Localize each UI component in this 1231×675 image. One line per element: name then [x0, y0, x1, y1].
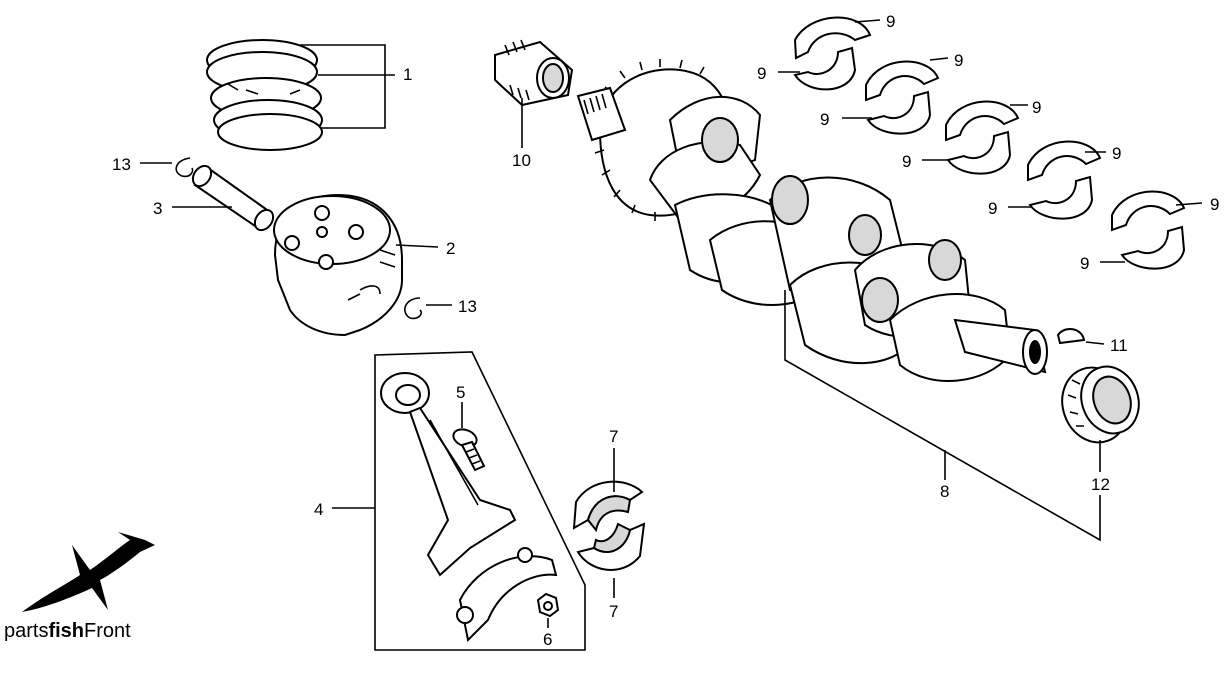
piston-pin[interactable] [189, 162, 277, 233]
piston-rings[interactable] [206, 39, 323, 151]
fish-logo-icon [22, 532, 155, 612]
crankpin-bearing-lower[interactable] [576, 522, 646, 571]
connecting-rod-cap[interactable] [456, 547, 558, 643]
primary-drive-gear[interactable] [494, 39, 574, 107]
callout-7-upper: 7 [609, 427, 618, 446]
callout-3: 3 [153, 199, 162, 218]
callout-7-lower: 7 [609, 602, 618, 621]
main-bearing-shells[interactable] [793, 16, 1186, 270]
callout-9-c: 9 [954, 51, 963, 70]
callout-9-f: 9 [902, 152, 911, 171]
callout-8: 8 [940, 482, 949, 501]
leader-lines [140, 19, 1203, 628]
logo-bold: fish [48, 620, 85, 642]
callout-9-e: 9 [1032, 98, 1041, 117]
woodruff-key[interactable] [1056, 328, 1086, 345]
callout-9-h: 9 [988, 199, 997, 218]
callout-4: 4 [314, 500, 323, 519]
callout-9-j: 9 [1080, 254, 1089, 273]
callout-13-upper: 13 [112, 155, 131, 174]
piston-pin-clip-lower[interactable] [404, 297, 423, 320]
callout-10: 10 [512, 151, 531, 170]
brand-logo: partsfishFront [4, 620, 131, 643]
piston[interactable] [273, 193, 403, 337]
connecting-rod[interactable] [380, 372, 517, 577]
callout-6: 6 [543, 630, 552, 649]
connecting-rod-outline [374, 351, 586, 651]
callout-11: 11 [1110, 336, 1128, 355]
callout-labels: 1 13 3 2 13 10 4 5 6 7 7 8 11 12 9 9 9 9… [112, 12, 1219, 649]
callout-2: 2 [446, 239, 455, 258]
callout-1: 1 [403, 65, 412, 84]
callout-5: 5 [456, 383, 465, 402]
crank-end-bearing[interactable] [1052, 358, 1148, 451]
callout-9-b: 9 [757, 64, 766, 83]
connecting-rod-bolt[interactable] [451, 426, 486, 472]
callout-13-lower: 13 [458, 297, 477, 316]
crankshaft[interactable] [576, 59, 1048, 382]
callout-9-d: 9 [820, 110, 829, 129]
connecting-rod-nut[interactable] [536, 592, 560, 618]
callout-9-g: 9 [1112, 144, 1121, 163]
callout-12: 12 [1091, 475, 1110, 494]
piston-pin-clip-upper[interactable] [175, 157, 194, 178]
logo-prefix: parts [4, 620, 49, 642]
callout-9-i: 9 [1210, 195, 1219, 214]
callout-9-a: 9 [886, 12, 895, 31]
crankpin-bearing-upper[interactable] [572, 480, 644, 533]
logo-suffix: Front [84, 620, 131, 642]
